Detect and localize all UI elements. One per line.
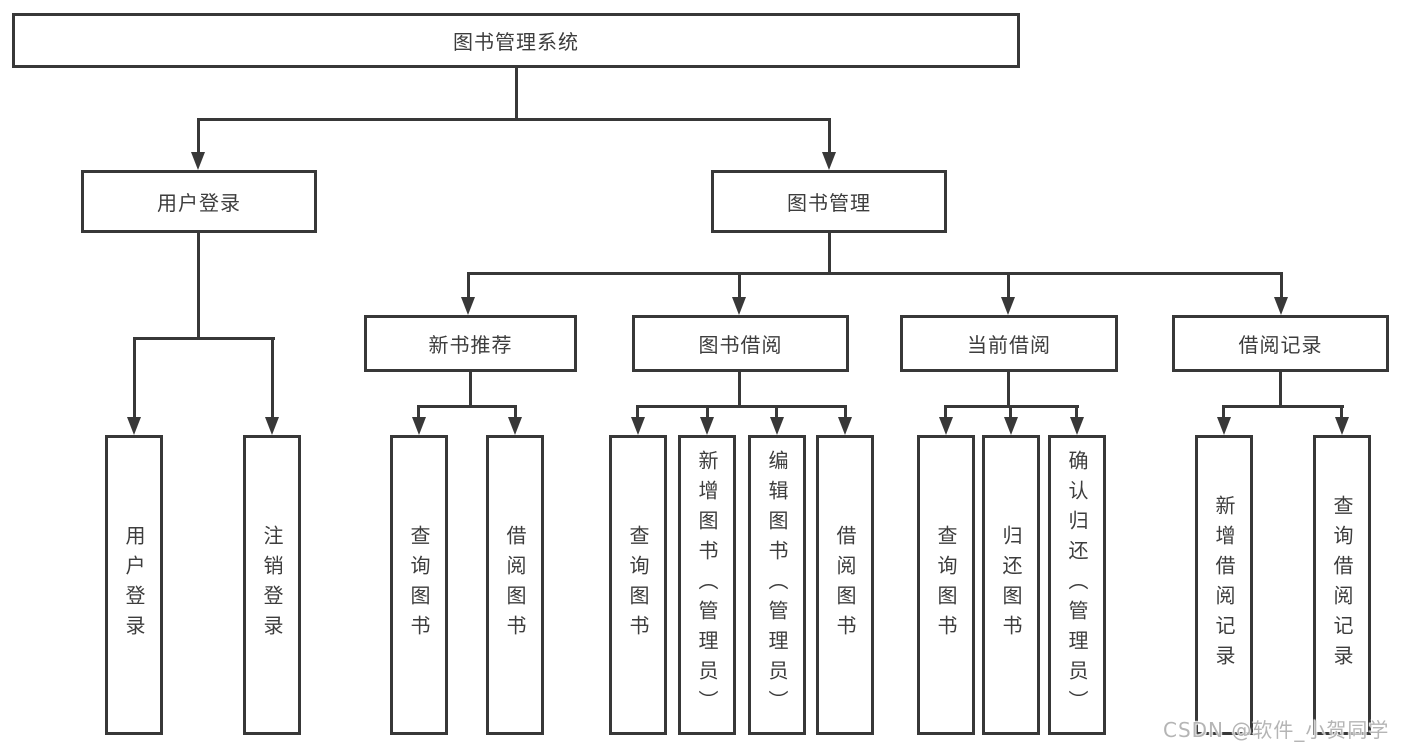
arrow-down-icon xyxy=(191,152,205,170)
connector-stem-new-book-rec xyxy=(467,272,470,299)
arrow-down-icon xyxy=(461,297,475,315)
arrow-down-icon xyxy=(939,417,953,435)
arrow-down-icon xyxy=(770,417,784,435)
node-leaf-bb-borrow-book: 借阅图书 xyxy=(816,435,874,735)
arrow-down-icon xyxy=(1335,417,1349,435)
arrow-down-icon xyxy=(127,417,141,435)
node-leaf-bb-edit-book-label: 编辑图书（管理员） xyxy=(765,450,789,720)
node-leaf-nb-query-book-label: 查询图书 xyxy=(407,525,431,645)
node-leaf-br-add-record: 新增借阅记录 xyxy=(1195,435,1253,735)
node-leaf-logout: 注销登录 xyxy=(243,435,301,735)
connector-stem-cb-return xyxy=(1009,405,1012,419)
arrow-down-icon xyxy=(1274,297,1288,315)
connector-stem-bb-add xyxy=(706,405,709,419)
arrow-down-icon xyxy=(1004,417,1018,435)
node-leaf-login: 用户登录 xyxy=(105,435,163,735)
arrow-down-icon xyxy=(700,417,714,435)
connector-stem-login xyxy=(133,337,136,419)
node-root-label: 图书管理系统 xyxy=(453,30,579,54)
node-new-book-rec-label: 新书推荐 xyxy=(428,333,513,357)
connector-current-borrow-stub xyxy=(1007,372,1010,407)
arrow-down-icon xyxy=(732,297,746,315)
node-leaf-br-query-record-label: 查询借阅记录 xyxy=(1330,495,1354,675)
connector-root-stub xyxy=(515,68,518,121)
node-current-borrow-label: 当前借阅 xyxy=(967,333,1051,357)
connector-stem-user-login xyxy=(197,118,200,154)
connector-stem-logout xyxy=(271,337,274,419)
node-leaf-cb-confirm-return-label: 确认归还（管理员） xyxy=(1065,450,1089,720)
node-current-borrow: 当前借阅 xyxy=(900,315,1118,372)
connector-user-login-stub xyxy=(197,232,200,339)
node-borrow-record: 借阅记录 xyxy=(1172,315,1389,372)
arrow-down-icon xyxy=(265,417,279,435)
connector-borrow-record-stub xyxy=(1279,372,1282,407)
node-leaf-cb-confirm-return: 确认归还（管理员） xyxy=(1048,435,1106,735)
arrow-down-icon xyxy=(412,417,426,435)
connector-stem-book-mgmt xyxy=(828,118,831,154)
connector-borrow-record-hline xyxy=(1222,405,1344,408)
node-leaf-cb-return-book-label: 归还图书 xyxy=(999,525,1023,645)
node-leaf-bb-add-book: 新增图书（管理员） xyxy=(678,435,736,735)
node-leaf-br-add-record-label: 新增借阅记录 xyxy=(1212,495,1236,675)
connector-book-borrow-stub xyxy=(738,372,741,407)
node-book-borrow: 图书借阅 xyxy=(632,315,849,372)
arrow-down-icon xyxy=(508,417,522,435)
node-book-mgmt: 图书管理 xyxy=(711,170,947,233)
node-leaf-bb-add-book-label: 新增图书（管理员） xyxy=(695,450,719,720)
connector-stem-br-add xyxy=(1222,405,1225,419)
node-user-login: 用户登录 xyxy=(81,170,317,233)
arrow-down-icon xyxy=(1001,297,1015,315)
node-leaf-bb-borrow-book-label: 借阅图书 xyxy=(833,525,857,645)
connector-stem-bb-edit xyxy=(775,405,778,419)
node-leaf-nb-borrow-book-label: 借阅图书 xyxy=(503,525,527,645)
arrow-down-icon xyxy=(838,417,852,435)
connector-stem-current-borrow xyxy=(1007,272,1010,299)
connector-book-mgmt-hline xyxy=(467,272,1283,275)
node-leaf-logout-label: 注销登录 xyxy=(260,525,284,645)
connector-stem-cb-confirm xyxy=(1075,405,1078,419)
node-book-mgmt-label: 图书管理 xyxy=(787,191,871,215)
connector-new-book-rec-hline xyxy=(417,405,517,408)
connector-stem-nb-borrow xyxy=(514,405,517,419)
connector-new-book-rec-stub xyxy=(469,372,472,407)
connector-stem-br-query xyxy=(1340,405,1343,419)
connector-book-borrow-hline xyxy=(636,405,847,408)
connector-level1-hline xyxy=(197,118,831,121)
arrow-down-icon xyxy=(1070,417,1084,435)
connector-book-mgmt-stub xyxy=(828,232,831,274)
connector-user-login-hline xyxy=(133,337,275,340)
node-user-login-label: 用户登录 xyxy=(157,191,241,215)
connector-stem-bb-borrow xyxy=(844,405,847,419)
node-leaf-cb-query-book-label: 查询图书 xyxy=(934,525,958,645)
csdn-watermark: CSDN @软件_小贺同学 xyxy=(1163,718,1390,742)
node-leaf-bb-query-book-label: 查询图书 xyxy=(626,525,650,645)
connector-stem-book-borrow xyxy=(738,272,741,299)
node-root: 图书管理系统 xyxy=(12,13,1020,68)
connector-stem-bb-query xyxy=(636,405,639,419)
connector-stem-nb-query xyxy=(417,405,420,419)
connector-stem-borrow-record xyxy=(1280,272,1283,299)
arrow-down-icon xyxy=(822,152,836,170)
node-leaf-cb-query-book: 查询图书 xyxy=(917,435,975,735)
node-leaf-nb-query-book: 查询图书 xyxy=(390,435,448,735)
node-leaf-login-label: 用户登录 xyxy=(122,525,146,645)
node-book-borrow-label: 图书借阅 xyxy=(698,333,783,357)
node-leaf-bb-query-book: 查询图书 xyxy=(609,435,667,735)
arrow-down-icon xyxy=(631,417,645,435)
node-leaf-bb-edit-book: 编辑图书（管理员） xyxy=(748,435,806,735)
connector-stem-cb-query xyxy=(944,405,947,419)
node-leaf-nb-borrow-book: 借阅图书 xyxy=(486,435,544,735)
node-leaf-br-query-record: 查询借阅记录 xyxy=(1313,435,1371,735)
node-leaf-cb-return-book: 归还图书 xyxy=(982,435,1040,735)
node-new-book-rec: 新书推荐 xyxy=(364,315,577,372)
arrow-down-icon xyxy=(1217,417,1231,435)
node-borrow-record-label: 借阅记录 xyxy=(1238,333,1323,357)
